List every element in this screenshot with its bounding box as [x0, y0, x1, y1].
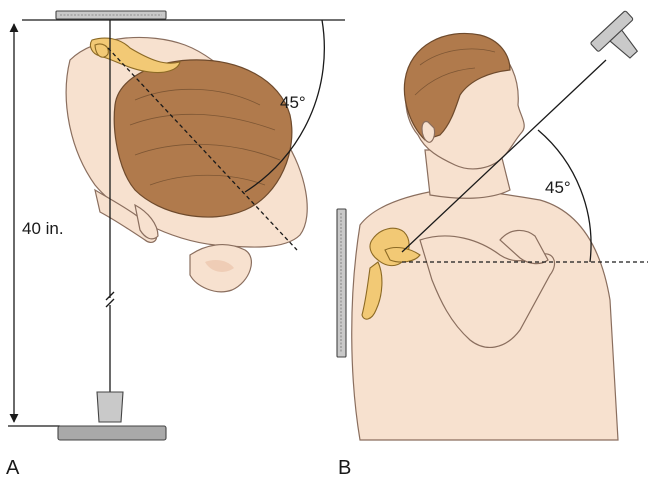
panel-a-table: [58, 426, 166, 440]
panel-a-label: A: [6, 457, 20, 479]
panel-b-patient-side-view: [352, 33, 618, 440]
panel-a-xray-tube: [58, 392, 166, 440]
panel-a-patient-top-view: [66, 37, 307, 291]
panel-b-angle-label: 45°: [545, 178, 571, 197]
panel-a: 40 in.: [6, 11, 345, 479]
panel-a-distance-label: 40 in.: [22, 219, 64, 238]
panel-b-label: B: [338, 457, 351, 479]
panel-b: 45° B: [337, 10, 651, 479]
panel-b-image-receptor: [337, 209, 346, 357]
panel-a-angle-label: 45°: [280, 93, 306, 112]
panel-b-xray-tube: [590, 10, 651, 71]
panel-a-image-receptor: [56, 11, 166, 19]
